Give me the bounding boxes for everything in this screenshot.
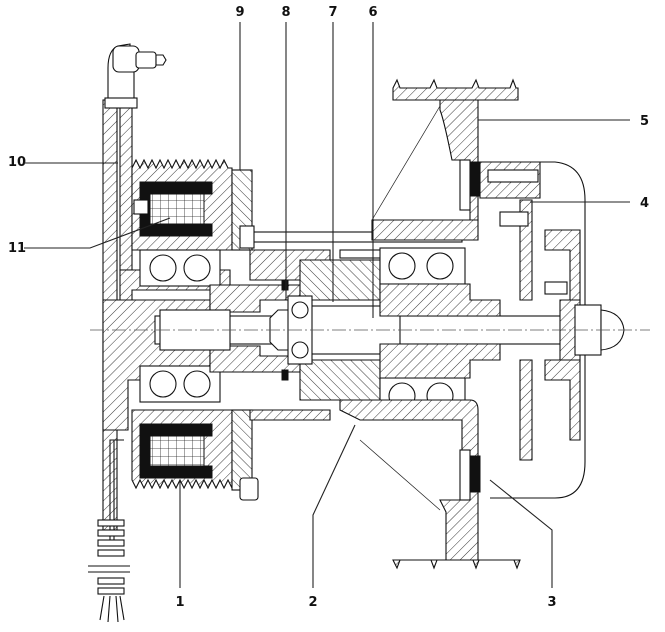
left-bearings — [139, 249, 221, 403]
callout-1: 1 — [175, 480, 185, 610]
callout-11: 11 — [8, 217, 171, 256]
callout-label: 4 — [640, 196, 649, 211]
callout-label: 10 — [8, 155, 26, 170]
tie-bolt-head — [239, 225, 255, 249]
callout-label: 6 — [368, 5, 377, 20]
callout-label: 5 — [640, 114, 649, 129]
elbow-fitting — [104, 43, 167, 109]
callout-label: 3 — [547, 595, 556, 610]
bolt-head-lower — [239, 477, 259, 501]
callout-label: 11 — [8, 241, 26, 256]
lower-mounting-flange — [249, 399, 521, 570]
right-end-cover — [479, 161, 586, 499]
callout-7: 7 — [328, 5, 338, 302]
callout-2: 2 — [308, 424, 356, 610]
upper-mounting-flange — [371, 78, 519, 241]
upper-coil-housing — [131, 158, 233, 251]
lower-coil-housing — [131, 409, 233, 490]
callout-9: 9 — [235, 5, 245, 170]
callout-8: 8 — [281, 5, 291, 300]
callout-10: 10 — [8, 155, 118, 170]
callout-4: 4 — [530, 196, 649, 211]
cable-assembly — [88, 439, 130, 623]
callout-label: 9 — [235, 5, 244, 20]
callout-label: 2 — [308, 595, 317, 610]
callout-3: 3 — [489, 479, 557, 610]
callout-label: 7 — [328, 5, 337, 20]
callout-label: 8 — [281, 5, 290, 20]
callout-5: 5 — [478, 114, 649, 129]
callout-6: 6 — [368, 5, 378, 318]
callout-label: 1 — [175, 595, 184, 610]
